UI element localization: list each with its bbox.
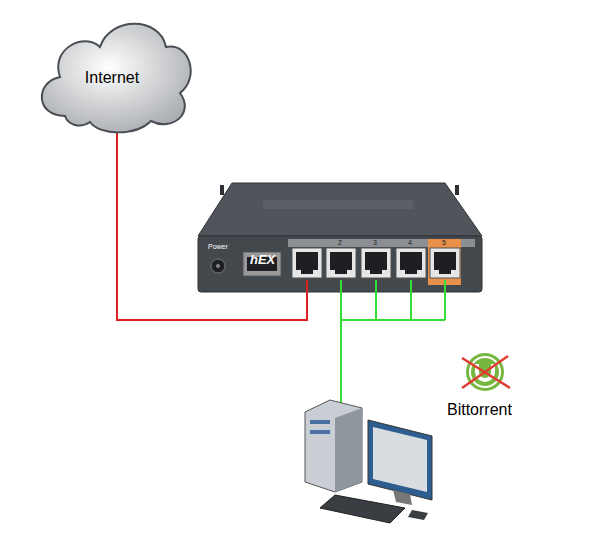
port-label: 2 (338, 239, 342, 246)
computer-icon (305, 400, 432, 523)
cloud-node: Internet (30, 8, 195, 136)
port-label: Power (208, 243, 228, 250)
device-brand: hEX (250, 252, 275, 267)
router-device (198, 183, 482, 292)
port-label: 4 (408, 239, 412, 246)
bittorrent-icon (462, 353, 510, 391)
icon-label: Bittorrent (447, 401, 512, 419)
port-label: 5 (442, 239, 446, 246)
lan-wire (341, 280, 445, 405)
wan-wire (117, 122, 307, 320)
cloud-label: Internet (85, 69, 139, 87)
port-label: 3 (373, 239, 377, 246)
